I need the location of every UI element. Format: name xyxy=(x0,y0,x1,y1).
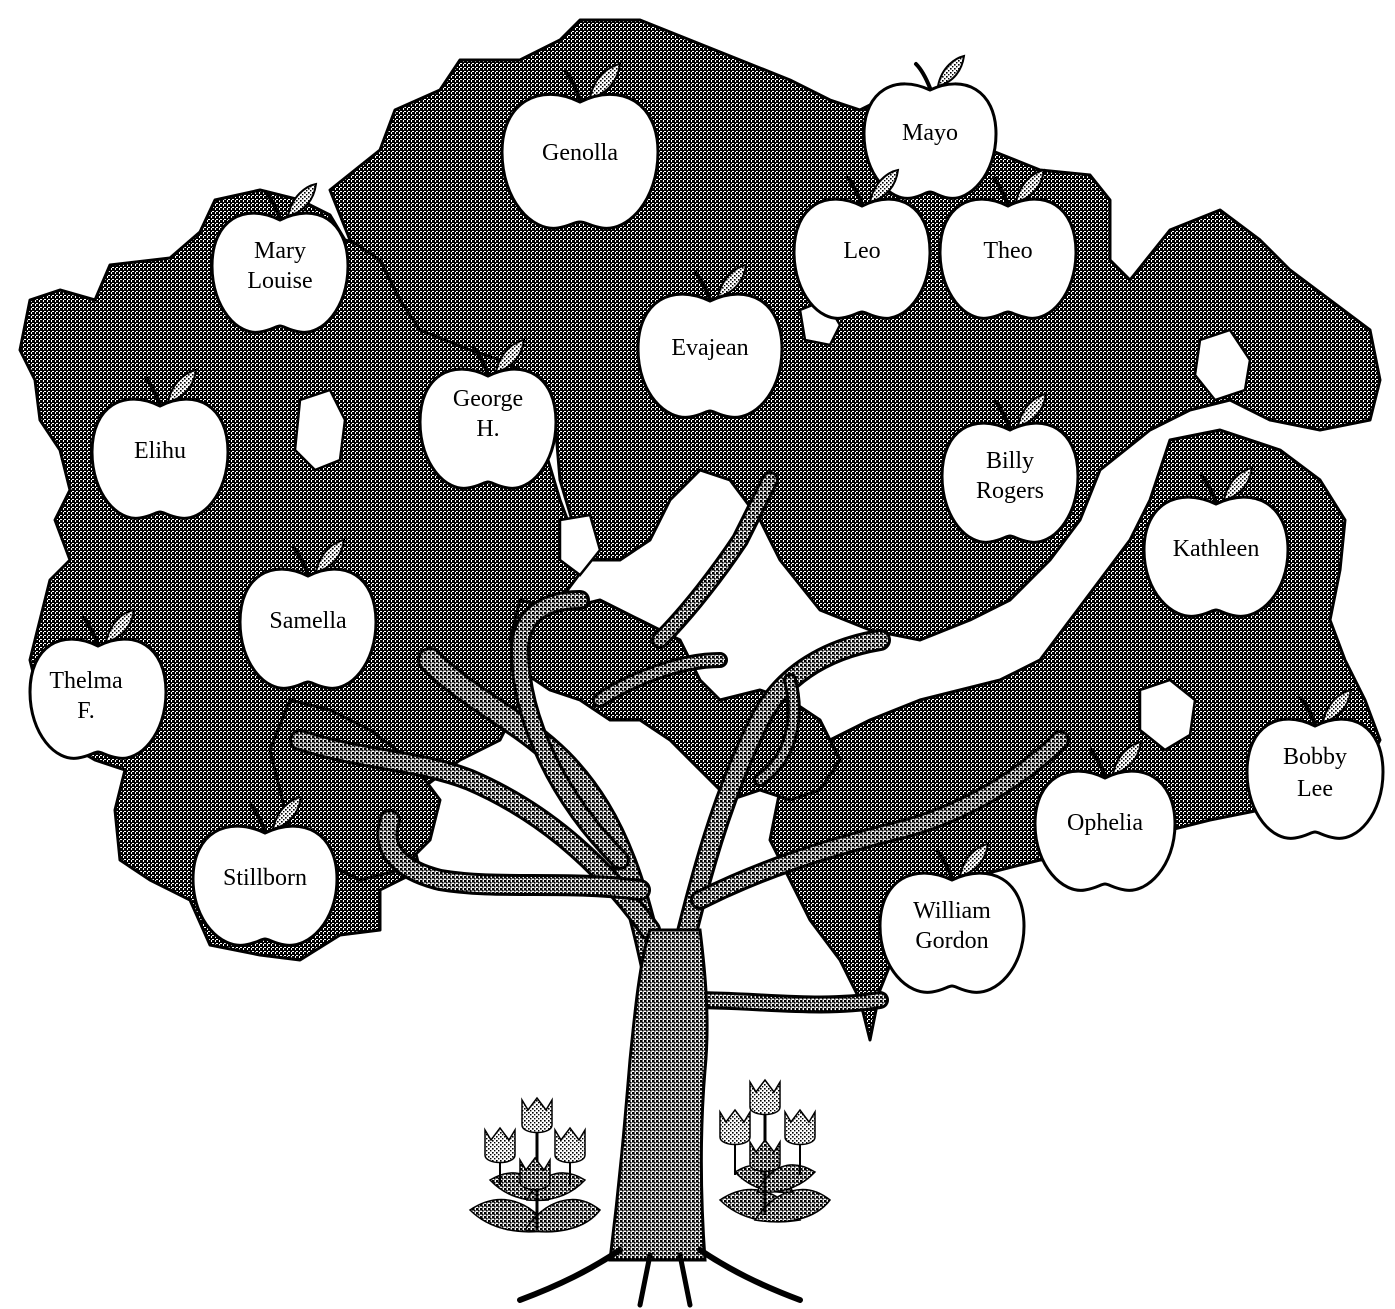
apple-label: Evajean xyxy=(671,335,748,361)
canopy-gap-3 xyxy=(1138,678,1197,752)
tulip-cluster-right xyxy=(718,1078,832,1223)
apple-label: Ophelia xyxy=(1067,810,1143,836)
apple-label: Genolla xyxy=(542,140,618,166)
tree-branches xyxy=(289,471,1070,1308)
apple-evajean: Evajean xyxy=(636,263,784,419)
apple-theo: Theo xyxy=(938,168,1078,320)
apple-label: Kathleen xyxy=(1173,536,1260,562)
apple-leo: Leo xyxy=(792,168,932,320)
tree-trunk xyxy=(608,928,709,1262)
branch-set xyxy=(289,471,1070,1014)
canopy-gap-2 xyxy=(1193,328,1252,402)
apple-ophelia: Ophelia xyxy=(1033,740,1177,892)
apple-label: Mayo xyxy=(902,120,958,146)
apple-label: Elihu xyxy=(134,438,186,464)
canopy-gap-1 xyxy=(293,388,347,472)
apple-label: Theo xyxy=(983,238,1032,264)
apple-label: Samella xyxy=(269,608,347,634)
apple-genolla: Genolla xyxy=(500,62,660,230)
apple-kathleen: Kathleen xyxy=(1142,466,1290,618)
canopy-gap-5 xyxy=(558,513,602,577)
tulip-cluster-left xyxy=(468,1096,602,1233)
apple-elihu: Elihu xyxy=(90,368,230,520)
apple-samella: Samella xyxy=(238,538,378,690)
apple-label: Leo xyxy=(843,238,880,264)
apple-label: Stillborn xyxy=(223,865,307,891)
apple-stillborn: Stillborn xyxy=(191,795,339,947)
